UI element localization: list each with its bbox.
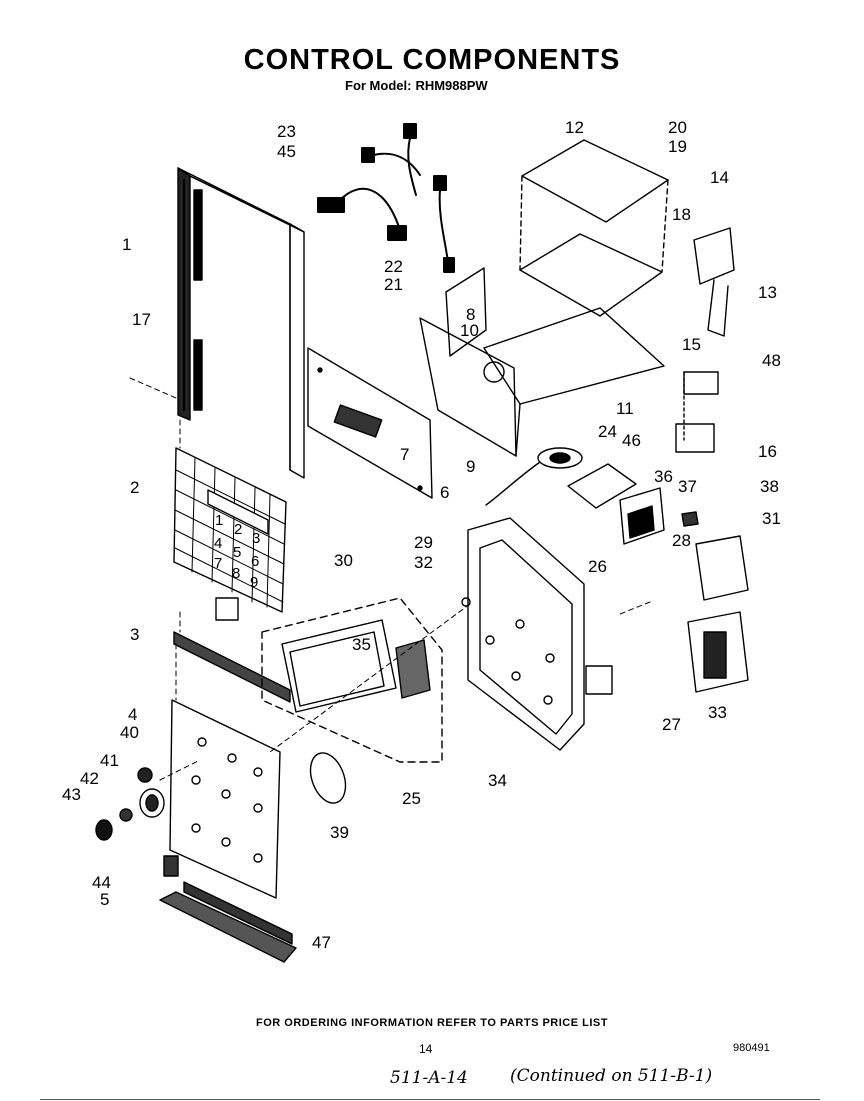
callout-42: 42 bbox=[80, 769, 99, 788]
subtitle-prefix: For Model: bbox=[345, 78, 412, 93]
part-keypad-panel bbox=[173, 447, 287, 621]
callout-34: 34 bbox=[488, 771, 507, 790]
handwritten-continued: (Continued on 511-B-1) bbox=[510, 1066, 713, 1086]
page-number: 14 bbox=[419, 1042, 433, 1056]
callout-10: 10 bbox=[460, 321, 479, 340]
ordering-info: FOR ORDERING INFORMATION REFER TO PARTS … bbox=[256, 1017, 608, 1029]
part-3-strip bbox=[173, 631, 291, 703]
callout-24: 24 bbox=[598, 422, 617, 441]
part-plate-18 bbox=[519, 233, 663, 317]
document-number: 980491 bbox=[733, 1042, 770, 1054]
callout-6: 6 bbox=[440, 483, 449, 502]
callout-16: 16 bbox=[758, 442, 777, 461]
callout-25: 25 bbox=[402, 789, 421, 808]
part-speaker bbox=[537, 447, 583, 469]
part-control-board bbox=[307, 347, 433, 499]
callout-7: 7 bbox=[400, 445, 409, 464]
callout-48: 48 bbox=[762, 351, 781, 370]
keypad-key-2: 2 bbox=[234, 521, 242, 538]
keypad-keys: 1 2 3 4 5 6 7 8 9 bbox=[214, 512, 260, 591]
part-47-strip bbox=[183, 881, 293, 945]
keypad-key-1: 1 bbox=[215, 512, 223, 529]
keypad-key-5: 5 bbox=[233, 544, 241, 561]
part-31 bbox=[695, 535, 749, 601]
part-frame bbox=[177, 167, 305, 479]
callout-4: 4 bbox=[128, 705, 137, 724]
knob-assembly bbox=[95, 767, 179, 877]
callout-9: 9 bbox=[466, 457, 475, 476]
callout-29: 29 bbox=[414, 533, 433, 552]
keypad-key-4: 4 bbox=[214, 535, 222, 552]
keypad-key-3: 3 bbox=[252, 530, 260, 547]
leader-lines bbox=[129, 377, 651, 781]
callout-18: 18 bbox=[672, 205, 691, 224]
callout-28: 28 bbox=[672, 531, 691, 550]
wiring-harnesses bbox=[317, 123, 455, 273]
page-title: CONTROL COMPONENTS bbox=[243, 44, 621, 76]
callout-31: 31 bbox=[762, 509, 781, 528]
callout-38: 38 bbox=[760, 477, 779, 496]
callout-1: 1 bbox=[122, 235, 131, 254]
callout-33: 33 bbox=[708, 703, 727, 722]
part-35 bbox=[395, 639, 431, 699]
handwritten-ref: 511-A-14 bbox=[390, 1068, 468, 1088]
callout-46: 46 bbox=[622, 431, 641, 450]
callout-14: 14 bbox=[710, 168, 729, 187]
callout-13: 13 bbox=[758, 283, 777, 302]
callout-40: 40 bbox=[120, 723, 139, 742]
keypad-key-6: 6 bbox=[251, 553, 259, 570]
callout-45: 45 bbox=[277, 142, 296, 161]
callout-37: 37 bbox=[678, 477, 697, 496]
callout-27: 27 bbox=[662, 715, 681, 734]
callout-26: 26 bbox=[588, 557, 607, 576]
callout-30: 30 bbox=[334, 551, 353, 570]
keypad-key-7: 7 bbox=[214, 555, 222, 572]
part-plate-19 bbox=[521, 139, 669, 223]
right-components bbox=[675, 227, 735, 453]
callout-8: 8 bbox=[466, 305, 475, 324]
subtitle-model: RHM988PW bbox=[415, 78, 488, 93]
callout-23: 23 bbox=[277, 122, 296, 141]
keypad-key-8: 8 bbox=[232, 565, 240, 582]
part-39 bbox=[309, 752, 347, 804]
callout-20: 20 bbox=[668, 118, 687, 137]
part-base-trim bbox=[159, 891, 297, 963]
callout-12: 12 bbox=[565, 118, 584, 137]
callout-22: 22 bbox=[384, 257, 403, 276]
callout-32: 32 bbox=[414, 553, 433, 572]
callout-5: 5 bbox=[100, 890, 109, 909]
callout-43: 43 bbox=[62, 785, 81, 804]
callout-labels: 1 2 3 4 5 6 7 8 9 10 11 12 13 14 15 16 1… bbox=[62, 118, 781, 952]
callout-35: 35 bbox=[352, 635, 371, 654]
callout-11: 11 bbox=[616, 399, 634, 418]
keypad-key-9: 9 bbox=[250, 574, 258, 591]
part-switch-pad bbox=[567, 463, 637, 509]
part-chassis bbox=[419, 267, 665, 457]
callout-21: 21 bbox=[384, 275, 403, 294]
model-subtitle: For Model:RHM988PW bbox=[345, 78, 492, 93]
callout-2: 2 bbox=[130, 478, 139, 497]
callout-47: 47 bbox=[312, 933, 331, 952]
callout-41: 41 bbox=[100, 751, 119, 770]
part-control-plate bbox=[169, 699, 281, 899]
callout-17: 17 bbox=[132, 310, 151, 329]
callout-39: 39 bbox=[330, 823, 349, 842]
callout-19: 19 bbox=[668, 137, 687, 156]
part-33 bbox=[687, 611, 749, 693]
callout-15: 15 bbox=[682, 335, 701, 354]
callout-3: 3 bbox=[130, 625, 139, 644]
callout-36: 36 bbox=[654, 467, 673, 486]
callout-44: 44 bbox=[92, 873, 111, 892]
bottom-divider bbox=[40, 1099, 820, 1100]
part-main-panel bbox=[461, 517, 613, 751]
